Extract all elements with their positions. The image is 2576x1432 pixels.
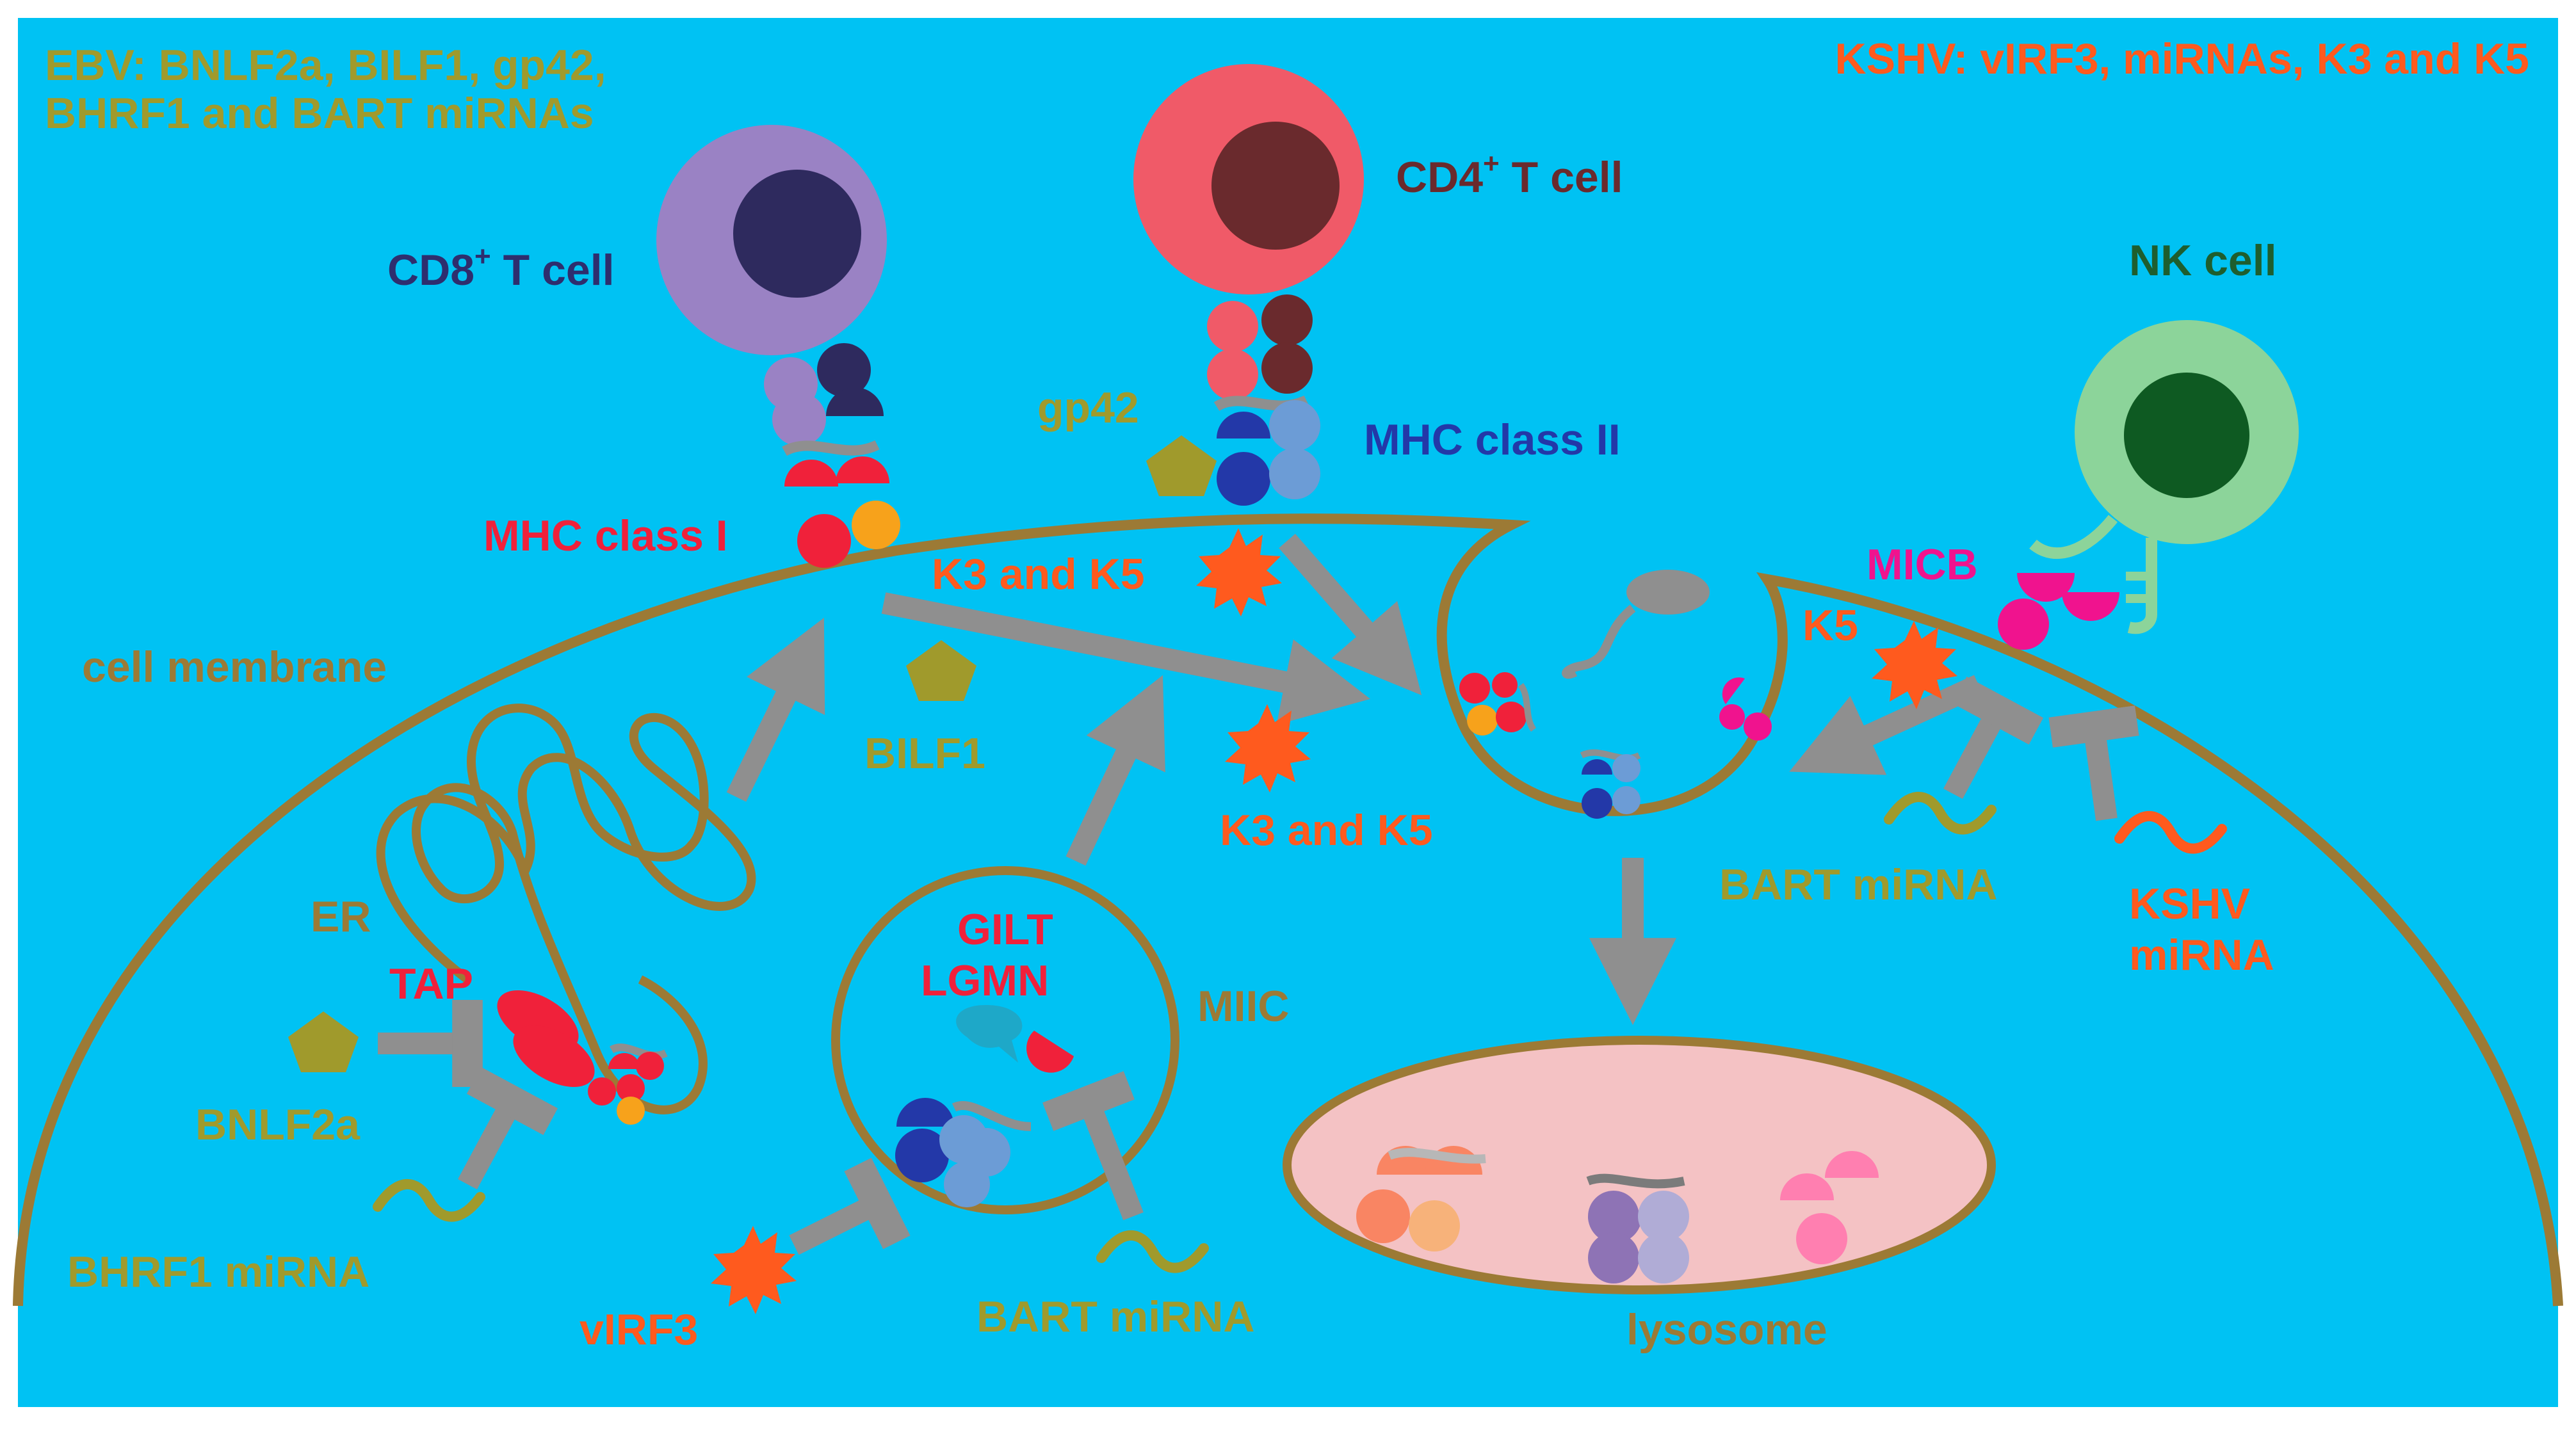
nk-cell [2029, 320, 2299, 634]
labels: EBV: BNLF2a, BILF1, gp42, BHRF1 and BART… [45, 35, 2529, 1354]
inhibit-bart-miic [1042, 1071, 1144, 1221]
mhc-class-i-complex [782, 440, 900, 568]
nk-cell-label: NK cell [2129, 236, 2277, 285]
miic-label: MIIC [1197, 982, 1290, 1031]
kshv-mirna-label-line1: KSHV [2129, 880, 2250, 928]
lysosome-label: lysosome [1626, 1305, 1827, 1354]
inhibit-bhrf1-tap [458, 1066, 558, 1190]
lysosome-contents [1356, 1146, 1879, 1283]
k3-k5-protein-mid [1225, 704, 1311, 792]
gp42-protein [1146, 435, 1217, 496]
inhibit-kshv-mirna-micb [2048, 705, 2139, 821]
arrow-er-to-membrane [726, 618, 825, 802]
k3-k5-top-label: K3 and K5 [932, 550, 1145, 599]
er-label: ER [311, 892, 371, 941]
er-mhc-class-i [588, 1043, 668, 1125]
gp42-label: gp42 [1037, 383, 1139, 432]
bart-mirna-bottom-squiggle [1096, 1230, 1209, 1273]
kshv-header: KSHV: vIRF3, miRNAs, K3 and K5 [1835, 35, 2529, 83]
miic-contents [895, 1005, 1074, 1207]
mhc-class-ii-label: MHC class II [1364, 415, 1621, 464]
tap-label: TAP [389, 960, 473, 1008]
ebv-proteins [288, 435, 1217, 1072]
cell-membrane-label: cell membrane [82, 643, 387, 691]
virf3-protein [711, 1226, 797, 1314]
gilt-label: GILT [957, 905, 1053, 954]
lgmn-label: LGMN [921, 956, 1049, 1005]
cd4-t-cell-label: CD4+ T cell [1396, 148, 1623, 202]
mhc-class-ii-complex [1213, 395, 1320, 506]
kshv-proteins [711, 528, 1957, 1314]
virf3-label: vIRF3 [579, 1305, 698, 1354]
endoplasmic-reticulum [376, 704, 756, 1114]
bart-mirna-right-label: BART miRNA [1719, 860, 1997, 909]
cd4-t-cell [1133, 64, 1364, 400]
k5-protein [1872, 621, 1957, 709]
tap-transporter [497, 990, 595, 1088]
k5-label: K5 [1802, 601, 1858, 650]
arrow-mhc2-to-endosome [1279, 533, 1422, 696]
bart-mirna-right-squiggle [1884, 792, 1997, 835]
miic-compartment [831, 866, 1179, 1214]
micb-complex [1998, 573, 2119, 650]
inhibit-virf3-miic [789, 1157, 911, 1255]
bilf1-protein [906, 640, 976, 701]
bilf1-label: BILF1 [864, 729, 985, 778]
k3-k5-protein-top [1196, 528, 1282, 616]
endosome-contents [1459, 570, 1772, 819]
k3-k5-mid-label: K3 and K5 [1220, 806, 1433, 855]
inhibit-bart-micb [1943, 676, 2044, 800]
mirnas [373, 792, 2227, 1273]
ebv-header-line2: BHRF1 and BART miRNAs [45, 89, 594, 138]
arrow-miic-to-membrane [1065, 675, 1165, 866]
mhc-class-i-label: MHC class I [483, 511, 728, 560]
bart-mirna-bottom-label: BART miRNA [976, 1292, 1254, 1341]
bhrf1-mirna-label: BHRF1 miRNA [67, 1248, 369, 1296]
kshv-mirna-label-line2: miRNA [2129, 931, 2274, 979]
bnlf2a-label: BNLF2a [195, 1100, 360, 1149]
arrow-mhc1-to-endosome [881, 592, 1371, 725]
arrows [378, 533, 2139, 1255]
bhrf1-mirna-squiggle [373, 1179, 485, 1222]
micb-label: MICB [1867, 540, 1978, 589]
kshv-mirna-squiggle [2114, 811, 2227, 854]
cd8-t-cell-label: CD8+ T cell [387, 241, 615, 294]
bnlf2a-protein [288, 1011, 359, 1072]
cd8-t-cell [656, 125, 887, 446]
ebv-header-line1: EBV: BNLF2a, BILF1, gp42, [45, 41, 606, 90]
cell-membrane [13, 513, 2563, 1307]
